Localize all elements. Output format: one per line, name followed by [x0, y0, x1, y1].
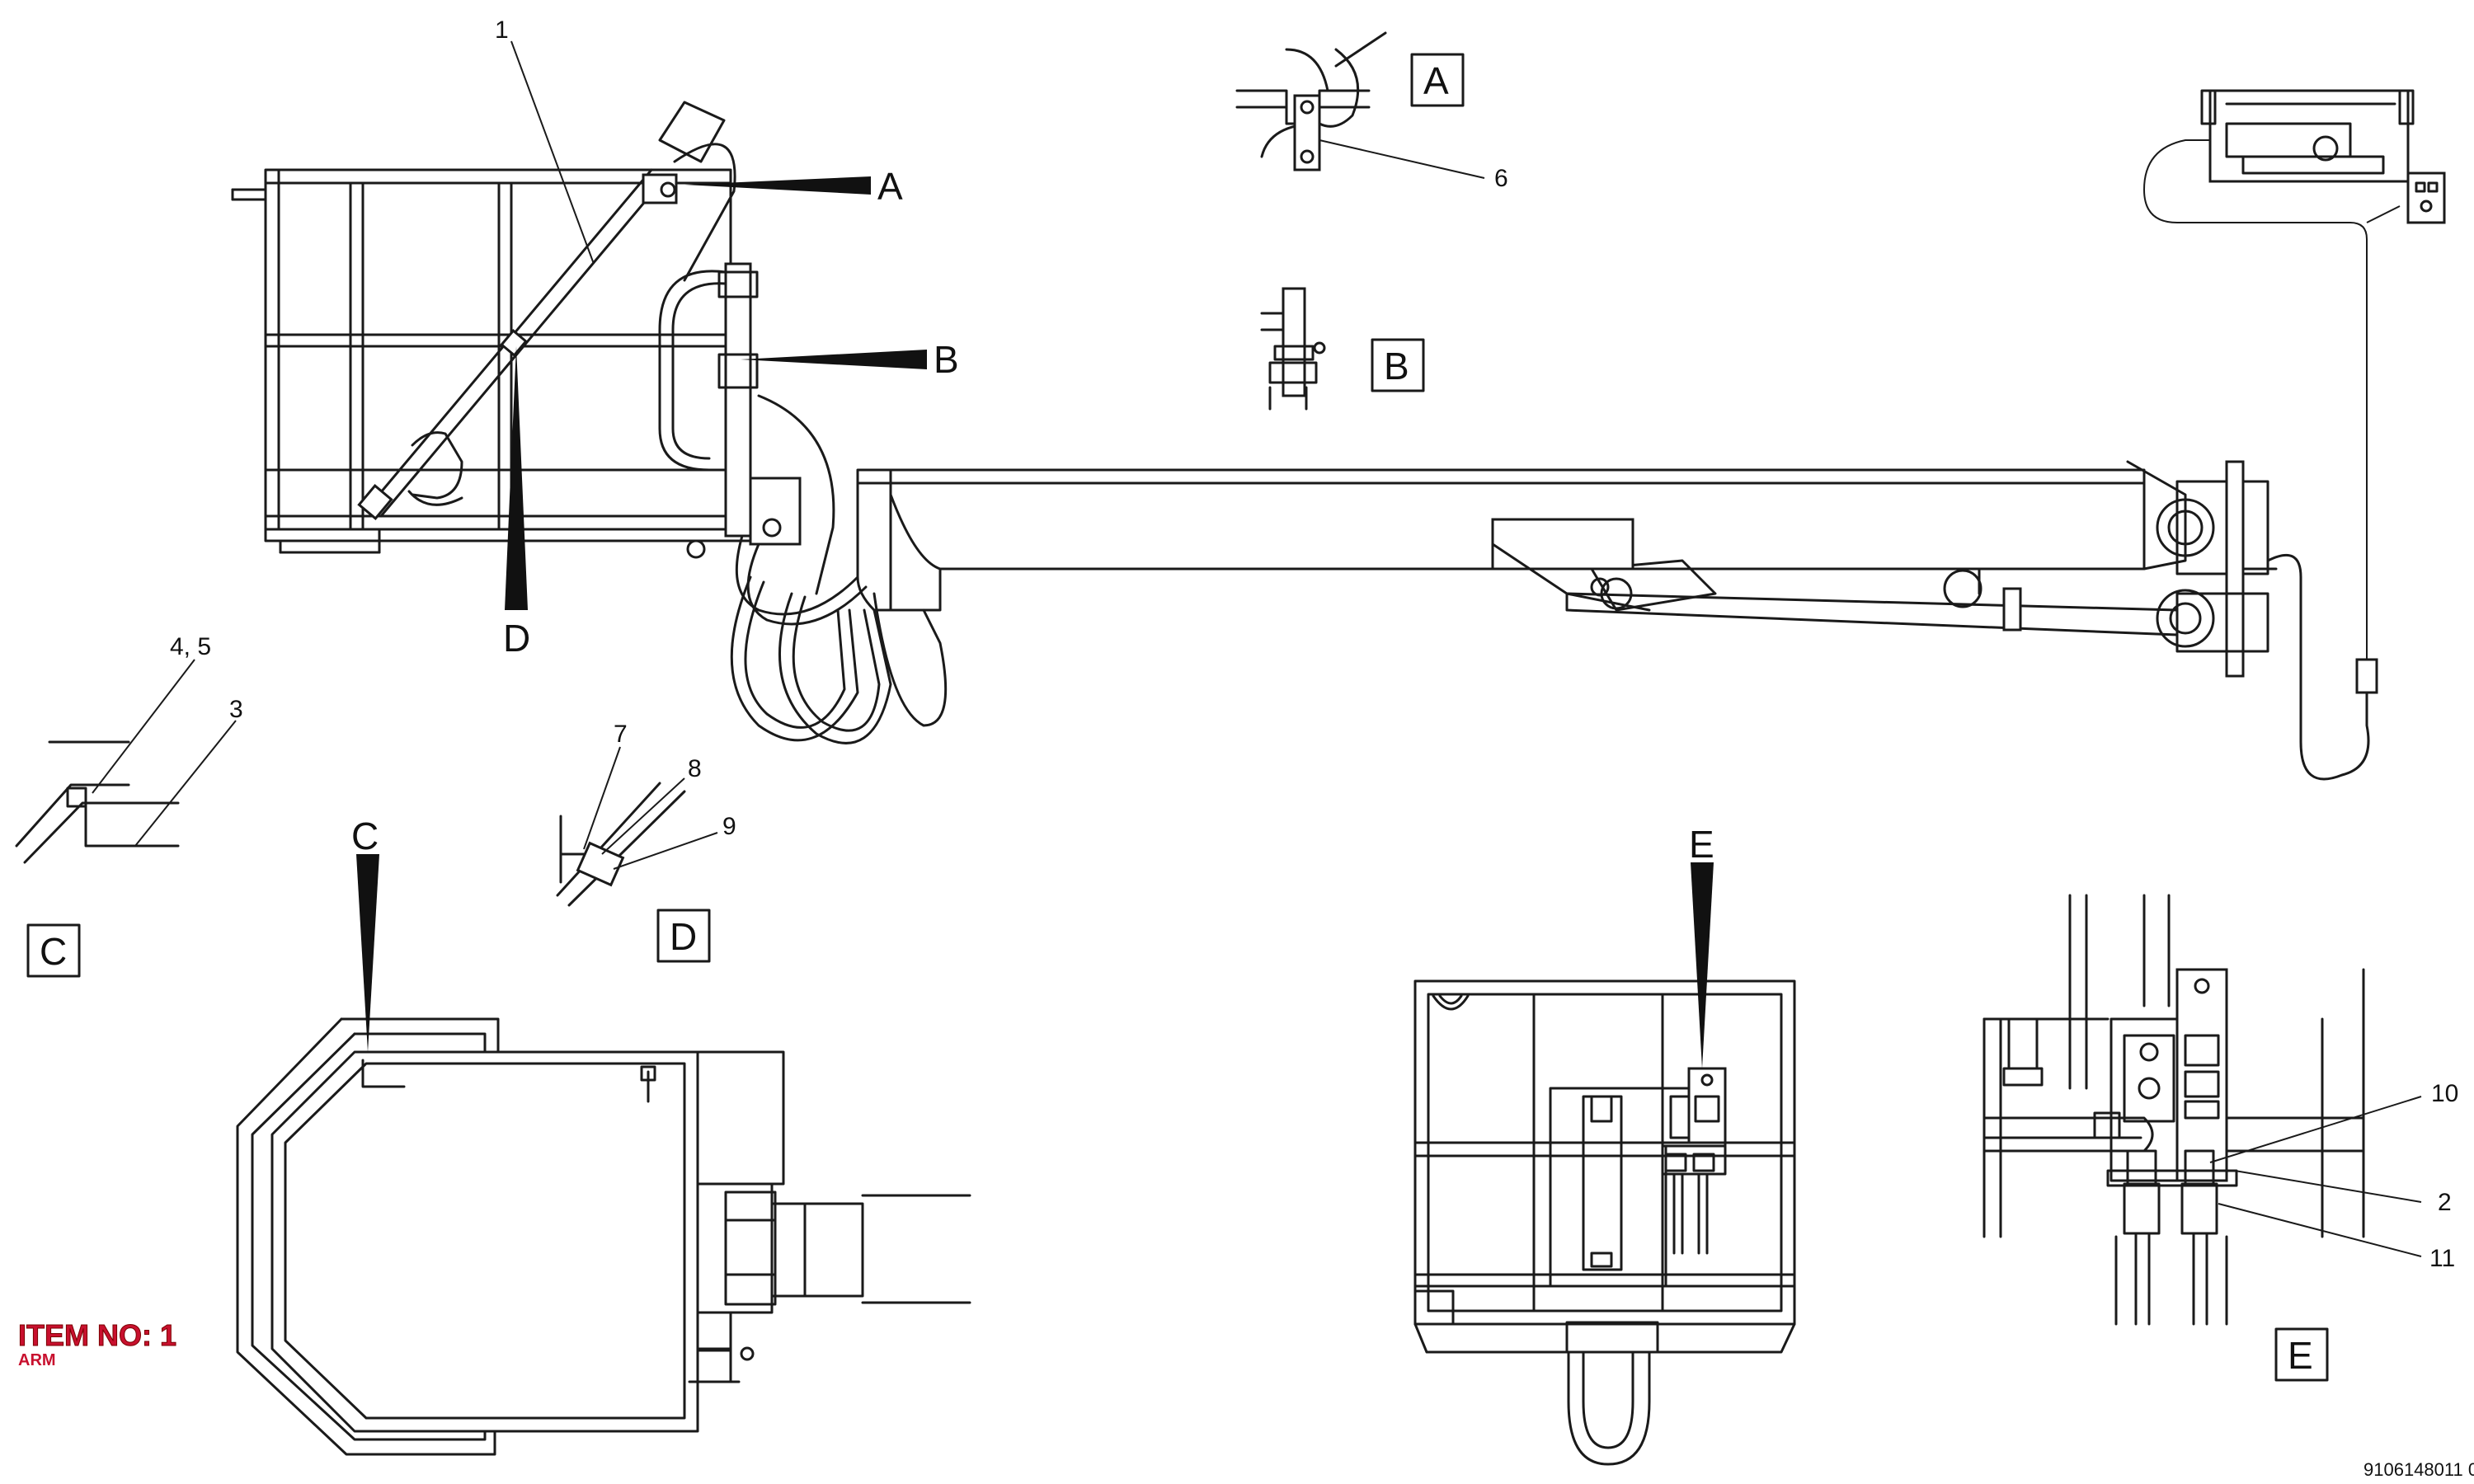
view-arrow-b: B — [741, 338, 959, 381]
detail-box-d-label: D — [670, 915, 697, 958]
basket-front-view: E — [1413, 823, 1796, 1466]
basket-top-view: C — [236, 815, 971, 1456]
callout-1-label: 1 — [495, 16, 509, 44]
callout-6-label: 6 — [1494, 165, 1508, 192]
callout-8-label: 8 — [688, 755, 702, 782]
detail-box-e-label: E — [2288, 1334, 2313, 1377]
boom — [856, 460, 2278, 678]
item-number-label: ITEM NO: 1 — [18, 1318, 176, 1352]
view-arrow-a-label: A — [877, 165, 903, 208]
detail-box-a-label: A — [1423, 59, 1449, 102]
detail-c: 4, 5 3 C — [15, 633, 243, 978]
hose-to-control-box — [2143, 139, 2401, 781]
detail-e: 10 2 11 E — [1982, 894, 2458, 1382]
callout-10-label: 10 — [2431, 1080, 2458, 1107]
callout-11-label: 11 — [2429, 1245, 2455, 1272]
callout-2-label: 2 — [2438, 1189, 2452, 1216]
callout-45-label: 4, 5 — [170, 633, 211, 660]
callout-1: 1 — [495, 16, 595, 265]
view-arrow-a: A — [684, 165, 903, 208]
detail-box-b-label: B — [1384, 345, 1409, 387]
view-arrow-d-label: D — [503, 617, 530, 660]
callout-7-label: 7 — [614, 721, 628, 748]
detail-box-c-label: C — [40, 930, 67, 973]
view-arrow-c-label: C — [351, 815, 379, 857]
callout-3-label: 3 — [229, 696, 243, 723]
rotator-assembly — [658, 262, 948, 744]
detail-d: 7 8 9 D — [556, 721, 736, 963]
basket-side-frame — [231, 168, 762, 559]
drawing-number: 9106148011 00 — [2363, 1459, 2474, 1480]
view-arrow-b-label: B — [934, 338, 959, 381]
view-arrow-d: D — [503, 346, 530, 660]
view-arrow-e-label: E — [1689, 823, 1714, 866]
diagonal-arm — [357, 101, 736, 520]
callout-9-label: 9 — [722, 813, 736, 840]
main-side-view: A B D 1 — [231, 16, 2446, 781]
detail-a: 6 A — [1235, 31, 1508, 192]
detail-b: B — [1260, 287, 1425, 411]
control-box-side — [2200, 89, 2446, 224]
item-name-label: ARM — [18, 1351, 56, 1369]
